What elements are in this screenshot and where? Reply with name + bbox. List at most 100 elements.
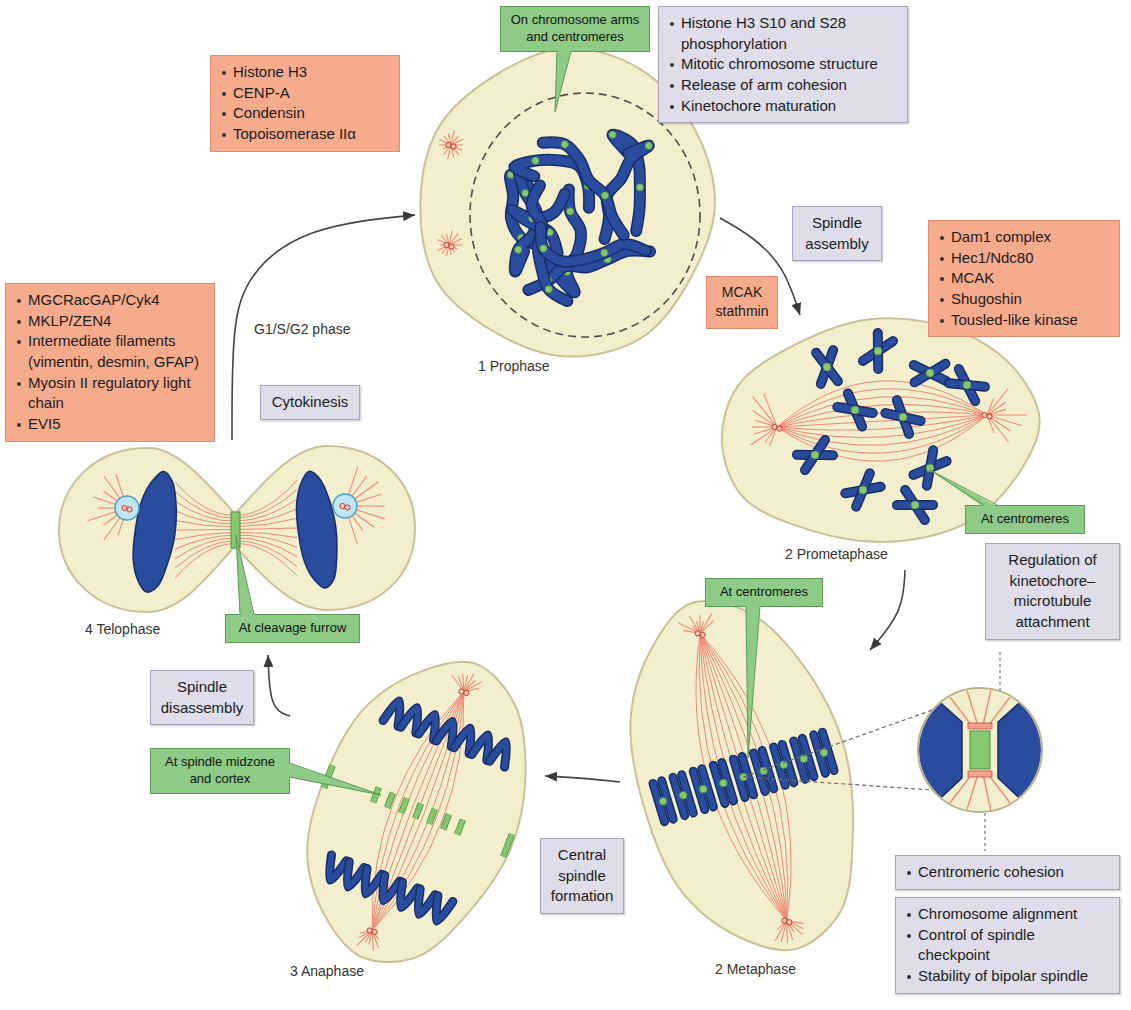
bullet-dot — [222, 92, 226, 96]
text-row: 2 Metaphase — [715, 960, 870, 978]
centromere-dot — [874, 347, 882, 355]
astral-ray — [116, 474, 123, 496]
bullet-dot — [940, 236, 944, 240]
chromosome — [816, 353, 838, 382]
centromere-dot — [645, 142, 652, 149]
astral-ray — [93, 497, 115, 504]
phase-label: 1 Prophase — [478, 358, 550, 374]
box-text: Central spindle formation — [551, 846, 614, 904]
phase-label: 3 Anaphase — [290, 963, 364, 979]
centromere-dot — [545, 286, 552, 293]
chromosome — [541, 227, 646, 262]
box-text: Tousled-like kinase — [951, 311, 1078, 328]
phase-arrow — [232, 215, 415, 440]
pointer-edge — [746, 607, 760, 759]
phase-arrow — [545, 776, 620, 782]
spindle-fiber — [175, 543, 297, 578]
box-text: Chromosome alignment — [918, 905, 1077, 922]
text-row: EVI5 — [16, 414, 204, 435]
astral-ray — [764, 393, 777, 427]
bullet-dot — [222, 133, 226, 137]
chromosome — [401, 708, 418, 733]
bullet-dot — [670, 84, 674, 88]
text-row: MKLP/ZEN4 — [16, 311, 204, 332]
spindle-fiber — [372, 692, 464, 931]
chromosome-edge — [490, 742, 507, 767]
location-callout: At centromeres — [965, 505, 1085, 534]
cell-outline — [307, 662, 525, 962]
spindle-fiber — [777, 381, 987, 427]
text-row: At centromeres — [712, 584, 816, 601]
chromosome-edge — [816, 353, 838, 382]
spindle-fiber — [372, 692, 464, 931]
text-row: At spindle midzone and cortex — [157, 754, 283, 788]
text-row: Intermediate filaments (vimentin, desmin… — [16, 331, 204, 372]
midzone-mark — [429, 809, 435, 824]
centrosome — [982, 412, 987, 417]
cell-outline — [420, 48, 715, 357]
zoom-detail — [915, 680, 1045, 822]
centromere-dot — [926, 369, 934, 377]
centromere-dot — [911, 501, 919, 509]
function-box: Cytokinesis — [260, 385, 360, 420]
text-row: MGCRacGAP/Cyk4 — [16, 290, 204, 311]
spindle-fiber — [777, 415, 987, 461]
edge-label: G1/S/G2 phase — [252, 321, 353, 337]
centromere-dot — [699, 785, 707, 793]
function-box: Spindle disassembly — [150, 670, 254, 725]
spindle-fiber — [699, 633, 787, 920]
text-row: stathmin — [715, 302, 769, 321]
centromere-dot — [567, 208, 574, 215]
astral-ray — [98, 507, 115, 508]
astral-ray — [775, 921, 787, 941]
spindle-fiber — [777, 404, 987, 427]
astral-ray — [355, 513, 375, 527]
bullet-dot — [940, 277, 944, 281]
pointer-fill — [236, 535, 254, 616]
centrosome — [449, 244, 454, 249]
midzone-mark-edge — [401, 798, 407, 813]
chromatin-mass — [133, 471, 176, 592]
chromosome-edge — [797, 450, 833, 461]
astral-ray — [987, 414, 1027, 415]
centromere-dot — [561, 141, 568, 148]
zoom-guide — [744, 777, 933, 790]
text-row: Cytokinesis — [269, 392, 351, 413]
spindle-fiber — [372, 692, 464, 931]
centromere-dot — [601, 249, 608, 256]
midzone-mark-edge — [503, 834, 512, 856]
sister-chromatid — [998, 680, 1045, 822]
astral-ray — [352, 516, 363, 531]
centromere-dot — [926, 464, 934, 472]
spindle-fiber — [777, 415, 987, 438]
box-text: Kinetochore maturation — [681, 97, 836, 114]
phase-arrow — [268, 655, 290, 716]
bullet-dot — [907, 871, 911, 875]
centromere-dot — [659, 797, 667, 805]
centrosome — [345, 505, 350, 510]
location-callout: At cleavage furrow — [225, 614, 360, 643]
pointer-edge — [930, 470, 998, 506]
text-row: Mitotic chromosome structure — [669, 54, 897, 75]
bullet-dot — [907, 934, 911, 938]
prophase-cell — [420, 48, 715, 357]
box-text: Stability of bipolar spindle — [918, 967, 1088, 984]
text-row: Spindle disassembly — [159, 677, 245, 718]
kinetochore — [968, 771, 992, 777]
cell-illustration — [55, 440, 420, 620]
text-row: Control of spindle checkpoint — [906, 925, 1109, 966]
chromosome — [856, 473, 870, 506]
astral-ray — [987, 389, 1008, 415]
centromere-dot — [963, 381, 971, 389]
chromosome-edge — [915, 364, 946, 383]
bullet-dot — [940, 298, 944, 302]
chromosome — [927, 450, 933, 485]
spindle-fiber — [372, 692, 464, 931]
spindle-fiber — [372, 692, 464, 931]
spindle-fiber — [372, 692, 464, 931]
box-text: Centromeric cohesion — [918, 863, 1064, 880]
text-row: Kinetochore maturation — [669, 96, 897, 117]
astral-ray — [352, 476, 367, 496]
bullet-dot — [222, 71, 226, 75]
